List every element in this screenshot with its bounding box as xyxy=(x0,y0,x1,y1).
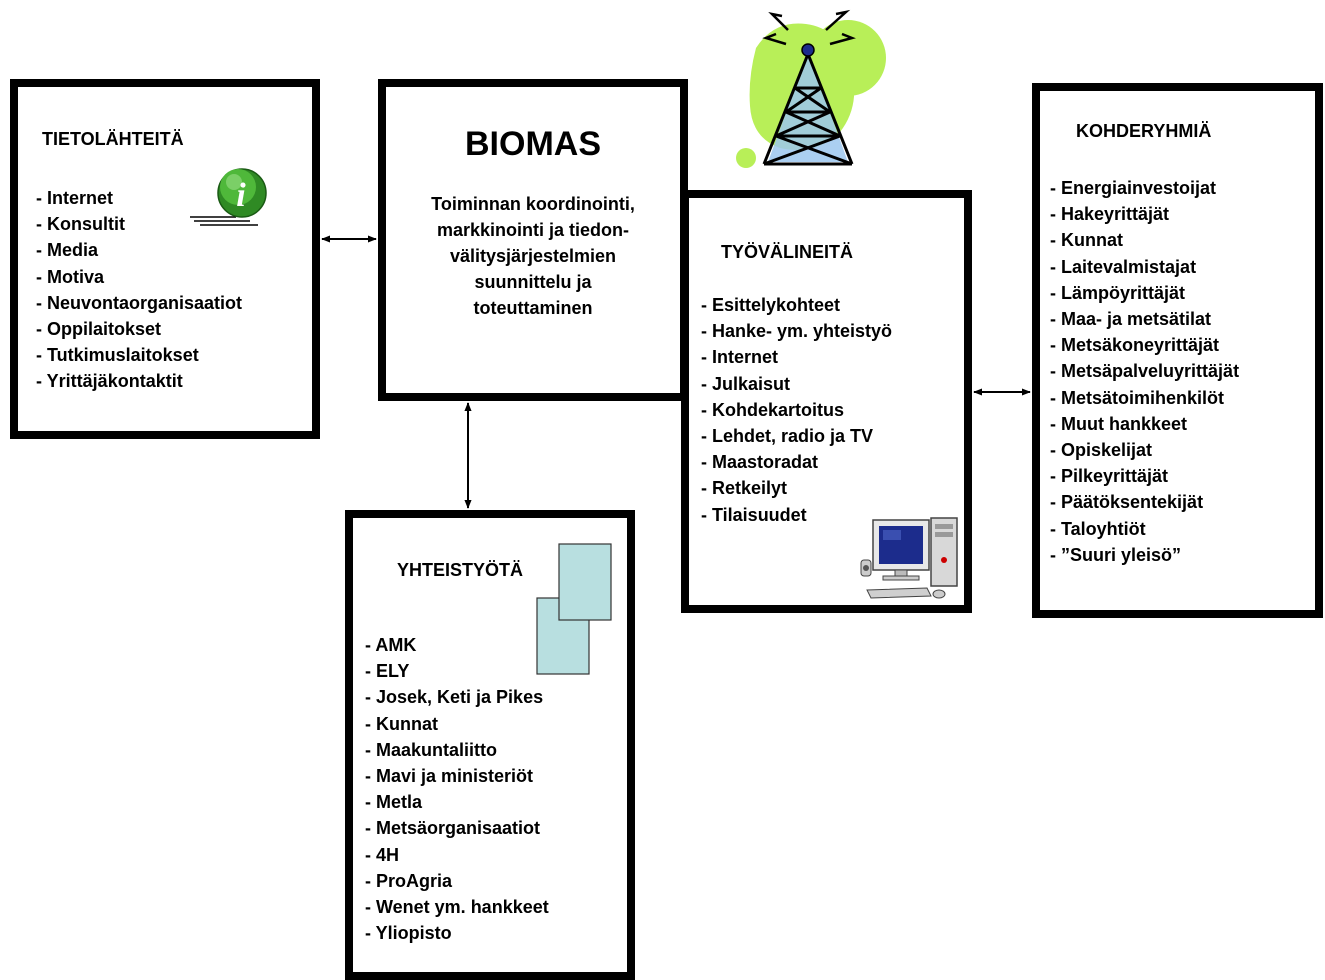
list-item: - Wenet ym. hankkeet xyxy=(365,897,549,918)
list-item: - AMK xyxy=(365,635,417,655)
yhteistyota-list: - AMK - ELY - Josek, Keti ja Pikes - Kun… xyxy=(365,632,549,946)
list-item: - Päätöksentekijät xyxy=(1050,492,1204,513)
biomas-description-line: välitysjärjestelmien xyxy=(449,246,617,266)
list-item: - Tutkimuslaitokset xyxy=(36,345,199,366)
list-item: - ELY xyxy=(365,661,410,682)
list-item: - Pilkeyrittäjät xyxy=(1050,466,1169,487)
kohderyhmia-title: KOHDERYHMIÄ xyxy=(1076,121,1212,141)
list-item: - Motiva xyxy=(36,266,105,287)
yhteistyota-box: YHTEISTYÖTÄ - AMK - ELY - Josek, Keti ja… xyxy=(345,510,635,980)
tietolahteita-list: - Internet - Konsultit - Media - Motiva … xyxy=(36,185,242,395)
biomas-description-line: markkinointi ja tiedon- xyxy=(436,220,630,240)
list-item: - Mavi ja ministeriöt xyxy=(365,766,534,787)
tietolahteita-title: TIETOLÄHTEITÄ xyxy=(42,129,184,149)
documents-icon xyxy=(536,543,612,675)
list-item: - Yrittäjäkontaktit xyxy=(36,371,183,392)
list-item: - Tilaisuudet xyxy=(701,504,807,525)
list-item: - Josek, Keti ja Pikes xyxy=(365,687,544,708)
list-item: - Hanke- ym. yhteistyö xyxy=(701,321,893,342)
list-item: - Neuvontaorganisaatiot xyxy=(36,292,243,313)
list-item: - Kohdekartoitus xyxy=(701,399,845,420)
list-item: - Maa- ja metsätilat xyxy=(1050,309,1212,330)
list-item: - Muut hankkeet xyxy=(1050,413,1188,434)
list-item: - Internet xyxy=(701,347,779,368)
list-item: - Maastoradat xyxy=(701,452,819,473)
list-item: - Energiainvestoijat xyxy=(1050,178,1217,198)
biomas-box: BIOMAS Toiminnan koordinointi, markkinoi… xyxy=(378,79,688,401)
tyovalineita-box: TYÖVÄLINEITÄ - Esittelykohteet - Hanke- … xyxy=(681,190,972,613)
svg-text:i: i xyxy=(236,177,246,214)
list-item: - Laitevalmistajat xyxy=(1050,256,1197,277)
list-item: - ”Suuri yleisö” xyxy=(1050,544,1182,565)
list-item: - Taloyhtiöt xyxy=(1050,518,1146,539)
radio-tower-icon xyxy=(736,9,886,168)
yhteistyota-title: YHTEISTYÖTÄ xyxy=(397,560,524,580)
list-item: - Kunnat xyxy=(1050,230,1123,251)
biomas-description-line: suunnittelu ja xyxy=(474,272,592,292)
list-item: - Konsultit xyxy=(36,214,125,235)
kohderyhmia-box: KOHDERYHMIÄ - Energiainvestoijat - Hakey… xyxy=(1032,83,1323,618)
kohderyhmia-list: - Energiainvestoijat - Hakeyrittäjät - K… xyxy=(1050,175,1239,568)
list-item: - Julkaisut xyxy=(701,373,791,394)
biomas-description: Toiminnan koordinointi, markkinointi ja … xyxy=(386,191,680,321)
list-item: - Metla xyxy=(365,792,423,813)
list-item: - 4H xyxy=(365,844,400,865)
biomas-description-line: toteuttaminen xyxy=(473,298,593,318)
list-item: - Kunnat xyxy=(365,713,438,734)
list-item: - Metsäorganisaatiot xyxy=(365,818,541,839)
list-item: - Lämpöyrittäjät xyxy=(1050,282,1186,303)
tyovalineita-list: - Esittelykohteet - Hanke- ym. yhteistyö… xyxy=(701,292,892,528)
list-item: - Metsätoimihenkilöt xyxy=(1050,387,1225,408)
computer-icon xyxy=(860,517,958,599)
list-item: - Yliopisto xyxy=(365,923,452,944)
list-item: - Media xyxy=(36,240,99,261)
list-item: - Metsäkoneyrittäjät xyxy=(1050,335,1220,356)
info-icon: i xyxy=(190,168,267,226)
tyovalineita-title: TYÖVÄLINEITÄ xyxy=(721,242,854,262)
list-item: - Lehdet, radio ja TV xyxy=(701,426,874,447)
list-item: - Hakeyrittäjät xyxy=(1050,204,1170,225)
list-item: - Oppilaitokset xyxy=(36,319,162,340)
list-item: - Metsäpalveluyrittäjät xyxy=(1050,361,1240,382)
list-item: - Retkeilyt xyxy=(701,478,788,499)
list-item: - Esittelykohteet xyxy=(701,295,841,315)
list-item: - Internet xyxy=(36,188,114,208)
list-item: - Opiskelijat xyxy=(1050,440,1153,461)
list-item: - Maakuntaliitto xyxy=(365,739,498,760)
tietolahteita-box: TIETOLÄHTEITÄ - Internet - Konsultit - M… xyxy=(10,79,320,439)
list-item: - ProAgria xyxy=(365,870,453,891)
biomas-title: BIOMAS xyxy=(465,125,601,163)
biomas-description-line: Toiminnan koordinointi, xyxy=(431,194,635,214)
